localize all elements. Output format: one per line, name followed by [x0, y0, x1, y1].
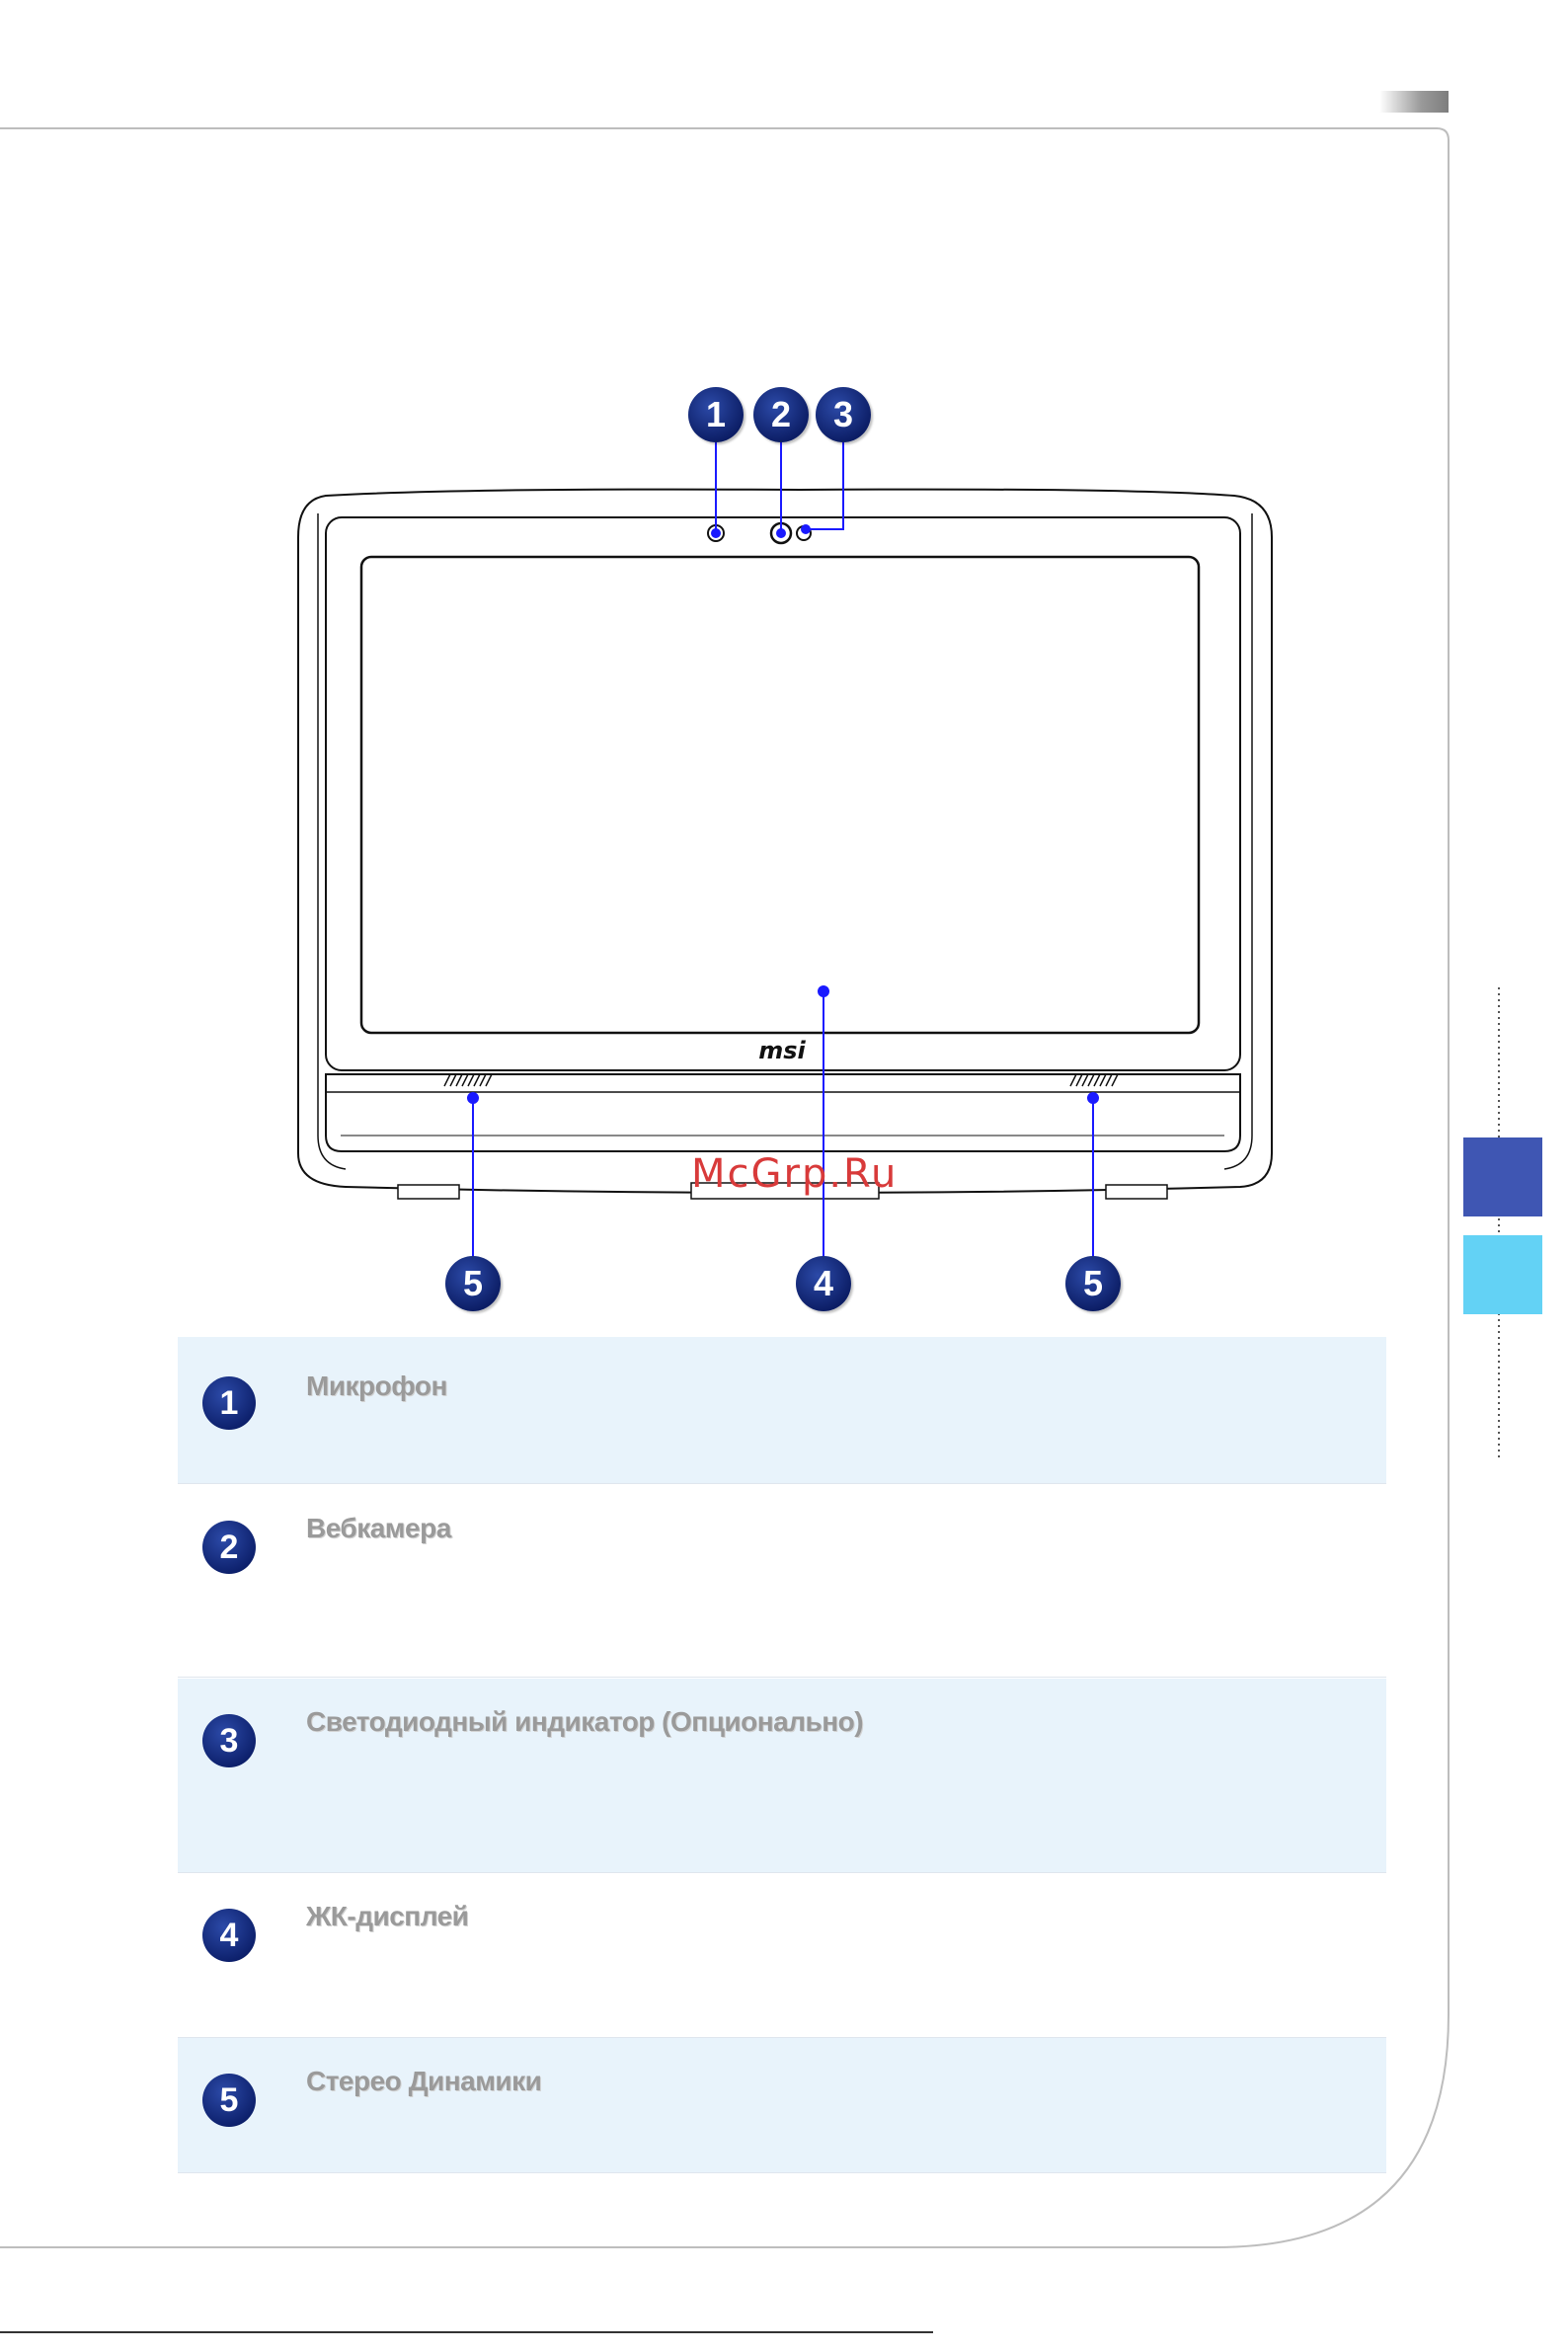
callout-4: 4 [796, 1256, 851, 1311]
callout-3: 3 [816, 387, 871, 442]
callout-2: 2 [753, 387, 809, 442]
legend-row-lcd-display: 4 ЖК-дисплей [178, 1873, 1386, 2038]
legend-label: Микрофон [306, 1371, 447, 1402]
legend-badge: 3 [202, 1714, 256, 1767]
msi-logo: msi [743, 1037, 822, 1064]
legend-badge: 2 [202, 1521, 256, 1574]
callout-5-right: 5 [1065, 1256, 1121, 1311]
legend-row-webcam: 2 Вебкамера [178, 1483, 1386, 1678]
legend-label: Вебкамера [306, 1513, 451, 1544]
legend-label: Светодиодный индикатор (Опционально) [306, 1706, 863, 1738]
legend-badge: 4 [202, 1909, 256, 1962]
lcd-screen [361, 557, 1199, 1033]
legend-row-stereo-speakers: 5 Стерео Динамики [178, 2038, 1386, 2173]
legend-label: ЖК-дисплей [306, 1901, 468, 1932]
legend-badge: 1 [202, 1376, 256, 1430]
legend-label: Стерео Динамики [306, 2066, 541, 2097]
callout-5-left: 5 [445, 1256, 501, 1311]
legend-badge: 5 [202, 2074, 256, 2127]
legend-row-microphone: 1 Микрофон [178, 1337, 1386, 1484]
callout-1: 1 [688, 387, 744, 442]
watermark-text: McGrp.Ru [691, 1151, 889, 1197]
legend-row-led-indicator: 3 Светодиодный индикатор (Опционально) [178, 1679, 1386, 1873]
